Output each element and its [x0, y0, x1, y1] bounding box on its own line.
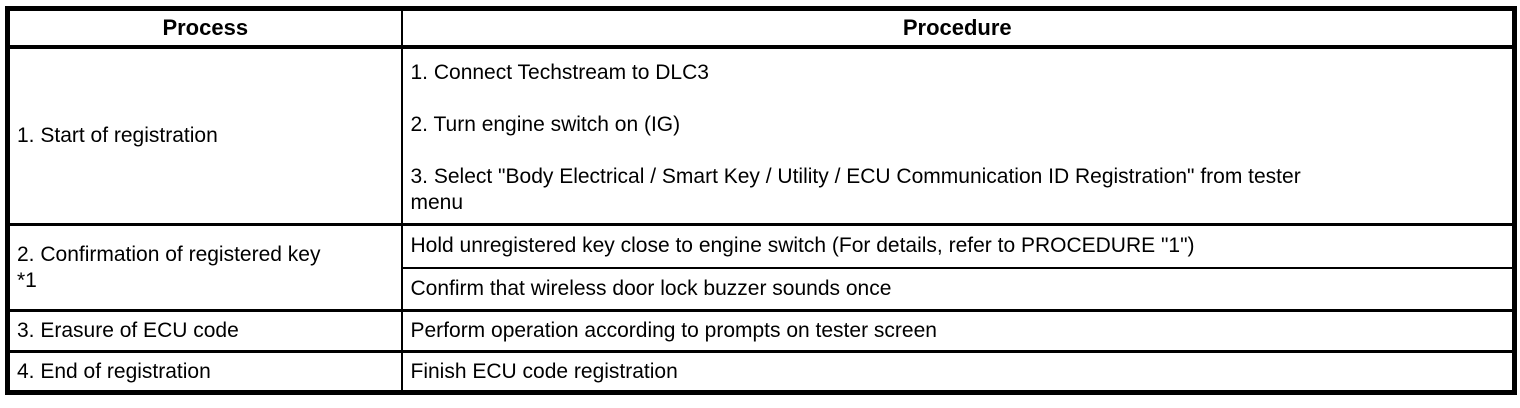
procedure-cell: 1. Connect Techstream to DLC3 2. Turn en… — [400, 45, 1516, 226]
table-row-start-of-registration: 1. Start of registration 1. Connect Tech… — [6, 45, 1516, 226]
procedure-step: 1. Connect Techstream to DLC3 — [410, 60, 709, 84]
table-row-confirmation-of-registered-key: 2. Confirmation of registered key *1 Hol… — [6, 223, 1516, 312]
table-row-erasure-of-ecu-code: 3. Erasure of ECU code Perform operation… — [6, 309, 1516, 353]
process-column-header: Process — [6, 7, 403, 48]
process-procedure-table: Process Procedure 1. Start of registrati… — [5, 6, 1517, 395]
process-cell: 2. Confirmation of registered key *1 — [6, 223, 403, 312]
table-subrow-confirmation: Confirm that wireless door lock buzzer s… — [8, 266, 1516, 312]
procedure-cell: Hold unregistered key close to engine sw… — [400, 223, 1516, 269]
process-cell: 3. Erasure of ECU code — [6, 309, 403, 353]
procedure-step: 3. Select "Body Electrical / Smart Key /… — [410, 164, 1301, 214]
table-header-row: Process Procedure — [6, 7, 1516, 48]
procedure-cell: Perform operation according to prompts o… — [400, 309, 1516, 353]
procedure-cell: Confirm that wireless door lock buzzer s… — [400, 266, 1516, 312]
process-cell: 4. End of registration — [6, 350, 403, 394]
process-cell: 1. Start of registration — [6, 45, 403, 226]
procedure-column-header: Procedure — [400, 7, 1516, 48]
procedure-step: 2. Turn engine switch on (IG) — [410, 112, 681, 136]
table-row-end-of-registration: 4. End of registration Finish ECU code r… — [6, 350, 1516, 394]
procedure-cell: Finish ECU code registration — [400, 350, 1516, 394]
